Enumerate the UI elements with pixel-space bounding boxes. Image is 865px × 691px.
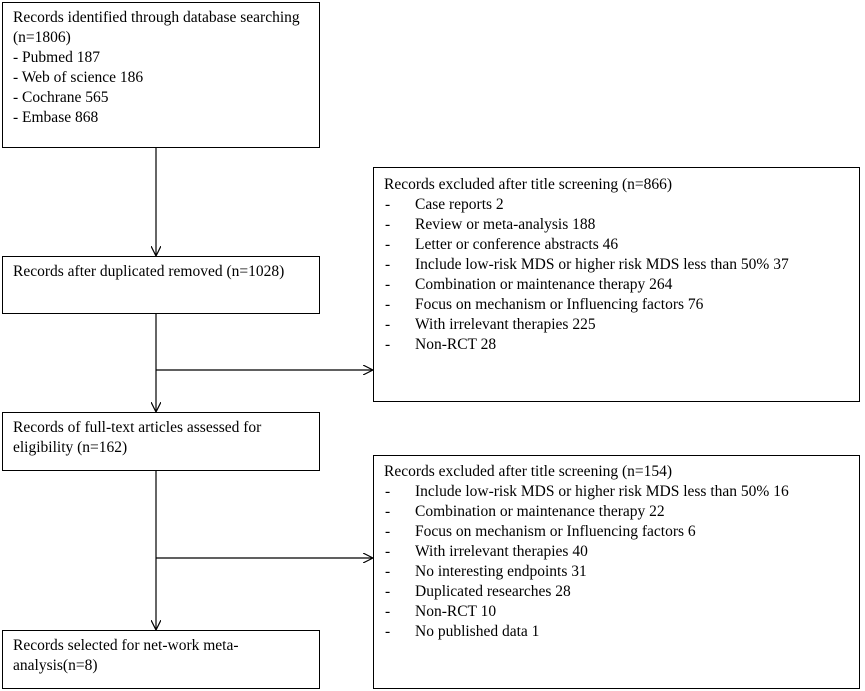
selected-box: Records selected for net-work meta-analy… (2, 630, 320, 689)
exclusion-item-text: Include low-risk MDS or higher risk MDS … (415, 256, 789, 273)
database-list: - Pubmed 187 - Web of science 186 - Coch… (13, 48, 309, 128)
after-duplicates-box: Records after duplicated removed (n=1028… (2, 256, 320, 314)
exclusion-item-text: With irrelevant therapies 225 (415, 316, 596, 333)
excluded-title-screening-box: Records excluded after title screening (… (373, 167, 860, 402)
exclusion-item: - Non-RCT 10 (384, 602, 849, 622)
exclusion-item: - Combination or maintenance therapy 22 (384, 502, 849, 522)
dash-bullet: - (385, 523, 391, 540)
dash-bullet: - (385, 583, 391, 600)
exclusion-item: - With irrelevant therapies 225 (384, 315, 849, 335)
exclusion-item-text: Include low-risk MDS or higher risk MDS … (415, 483, 789, 500)
exclusion-item: - Focus on mechanism or Influencing facto… (384, 522, 849, 542)
exclusion-item: - Combination or maintenance therapy 264 (384, 275, 849, 295)
selected-title: Records selected for net-work meta-analy… (13, 637, 239, 674)
exclusion-item-text: Letter or conference abstracts 46 (415, 236, 619, 253)
dash-bullet: - (385, 276, 391, 293)
exclusion-item: - No published data 1 (384, 622, 849, 642)
dash-bullet: - (385, 483, 391, 500)
database-item: - Web of science 186 (13, 69, 144, 86)
identified-records-box: Records identified through database sear… (2, 2, 320, 148)
exclusion-item-text: Combination or maintenance therapy 22 (415, 503, 665, 520)
exclusion-item-text: Review or meta-analysis 188 (415, 216, 596, 233)
exclusion-item-text: Non-RCT 28 (415, 336, 497, 353)
exclusion-item-text: No published data 1 (415, 623, 540, 640)
exclusion-item-text: Non-RCT 10 (415, 603, 497, 620)
exclusion-item-text: Duplicated researches 28 (415, 583, 571, 600)
dash-bullet: - (385, 563, 391, 580)
exclusion-item-text: Case reports 2 (415, 196, 504, 213)
exclusion-list: - Case reports 2 - Review or meta-analysis… (384, 195, 849, 355)
dash-bullet: - (385, 603, 391, 620)
exclusion-item: - With irrelevant therapies 40 (384, 542, 849, 562)
exclusion-item: - Non-RCT 28 (384, 335, 849, 355)
dash-bullet: - (385, 623, 391, 640)
exclusion-item: - Include low-risk MDS or higher risk MDS… (384, 255, 849, 275)
exclusion-item: - Case reports 2 (384, 195, 849, 215)
exclusion-item: - Letter or conference abstracts 46 (384, 235, 849, 255)
database-item: - Cochrane 565 (13, 89, 109, 106)
exclusion-item-text: With irrelevant therapies 40 (415, 543, 588, 560)
exclusion-item: - Review or meta-analysis 188 (384, 215, 849, 235)
exclusion-list: - Include low-risk MDS or higher risk MDS… (384, 482, 849, 642)
dash-bullet: - (385, 236, 391, 253)
excluded-title-screening-title: Records excluded after title screening (… (384, 176, 673, 193)
exclusion-item-text: No interesting endpoints 31 (415, 563, 587, 580)
exclusion-item-text: Combination or maintenance therapy 264 (415, 276, 673, 293)
dash-bullet: - (385, 336, 391, 353)
exclusion-item-text: Focus on mechanism or Influencing factor… (415, 296, 704, 313)
dash-bullet: - (385, 196, 391, 213)
exclusion-item: - Focus on mechanism or Influencing facto… (384, 295, 849, 315)
database-item: - Embase 868 (13, 109, 99, 126)
full-text-title: Records of full-text articles assessed f… (13, 419, 262, 456)
database-item: - Pubmed 187 (13, 49, 100, 66)
excluded-full-text-box: Records excluded after title screening (… (373, 455, 860, 689)
dash-bullet: - (385, 543, 391, 560)
dash-bullet: - (385, 503, 391, 520)
dash-bullet: - (385, 216, 391, 233)
exclusion-item: - No interesting endpoints 31 (384, 562, 849, 582)
exclusion-item: - Duplicated researches 28 (384, 582, 849, 602)
dash-bullet: - (385, 256, 391, 273)
dash-bullet: - (385, 296, 391, 313)
excluded-full-text-title: Records excluded after title screening (… (384, 463, 673, 480)
exclusion-item: - Include low-risk MDS or higher risk MDS… (384, 482, 849, 502)
full-text-box: Records of full-text articles assessed f… (2, 412, 320, 471)
dash-bullet: - (385, 316, 391, 333)
after-duplicates-title: Records after duplicated removed (n=1028… (13, 263, 285, 280)
exclusion-item-text: Focus on mechanism or Influencing factor… (415, 523, 696, 540)
identified-records-title: Records identified through database sear… (13, 9, 300, 46)
